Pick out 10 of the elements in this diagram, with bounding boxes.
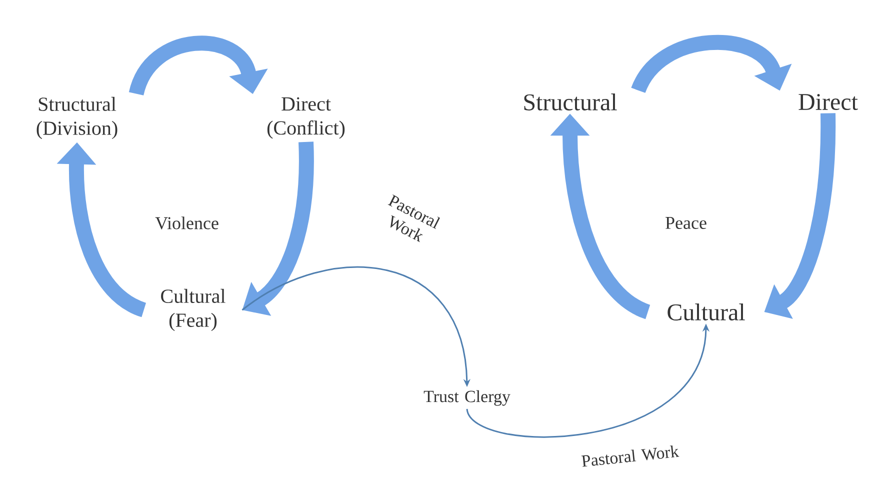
node-label: Structural [524, 94, 617, 110]
cycle-label: Violence [155, 216, 218, 230]
node-label: Direct (Conflict) [267, 97, 345, 139]
node-label: Cultural [668, 304, 745, 320]
node-label: Trust Clergy [424, 390, 510, 406]
node-label: Cultural (Fear) [161, 288, 226, 332]
node-label: Structural (Division) [36, 96, 118, 140]
cycle-label: Peace [666, 217, 706, 229]
node-label: Direct [798, 94, 858, 110]
edge-label: Pastoral Work [581, 445, 680, 467]
